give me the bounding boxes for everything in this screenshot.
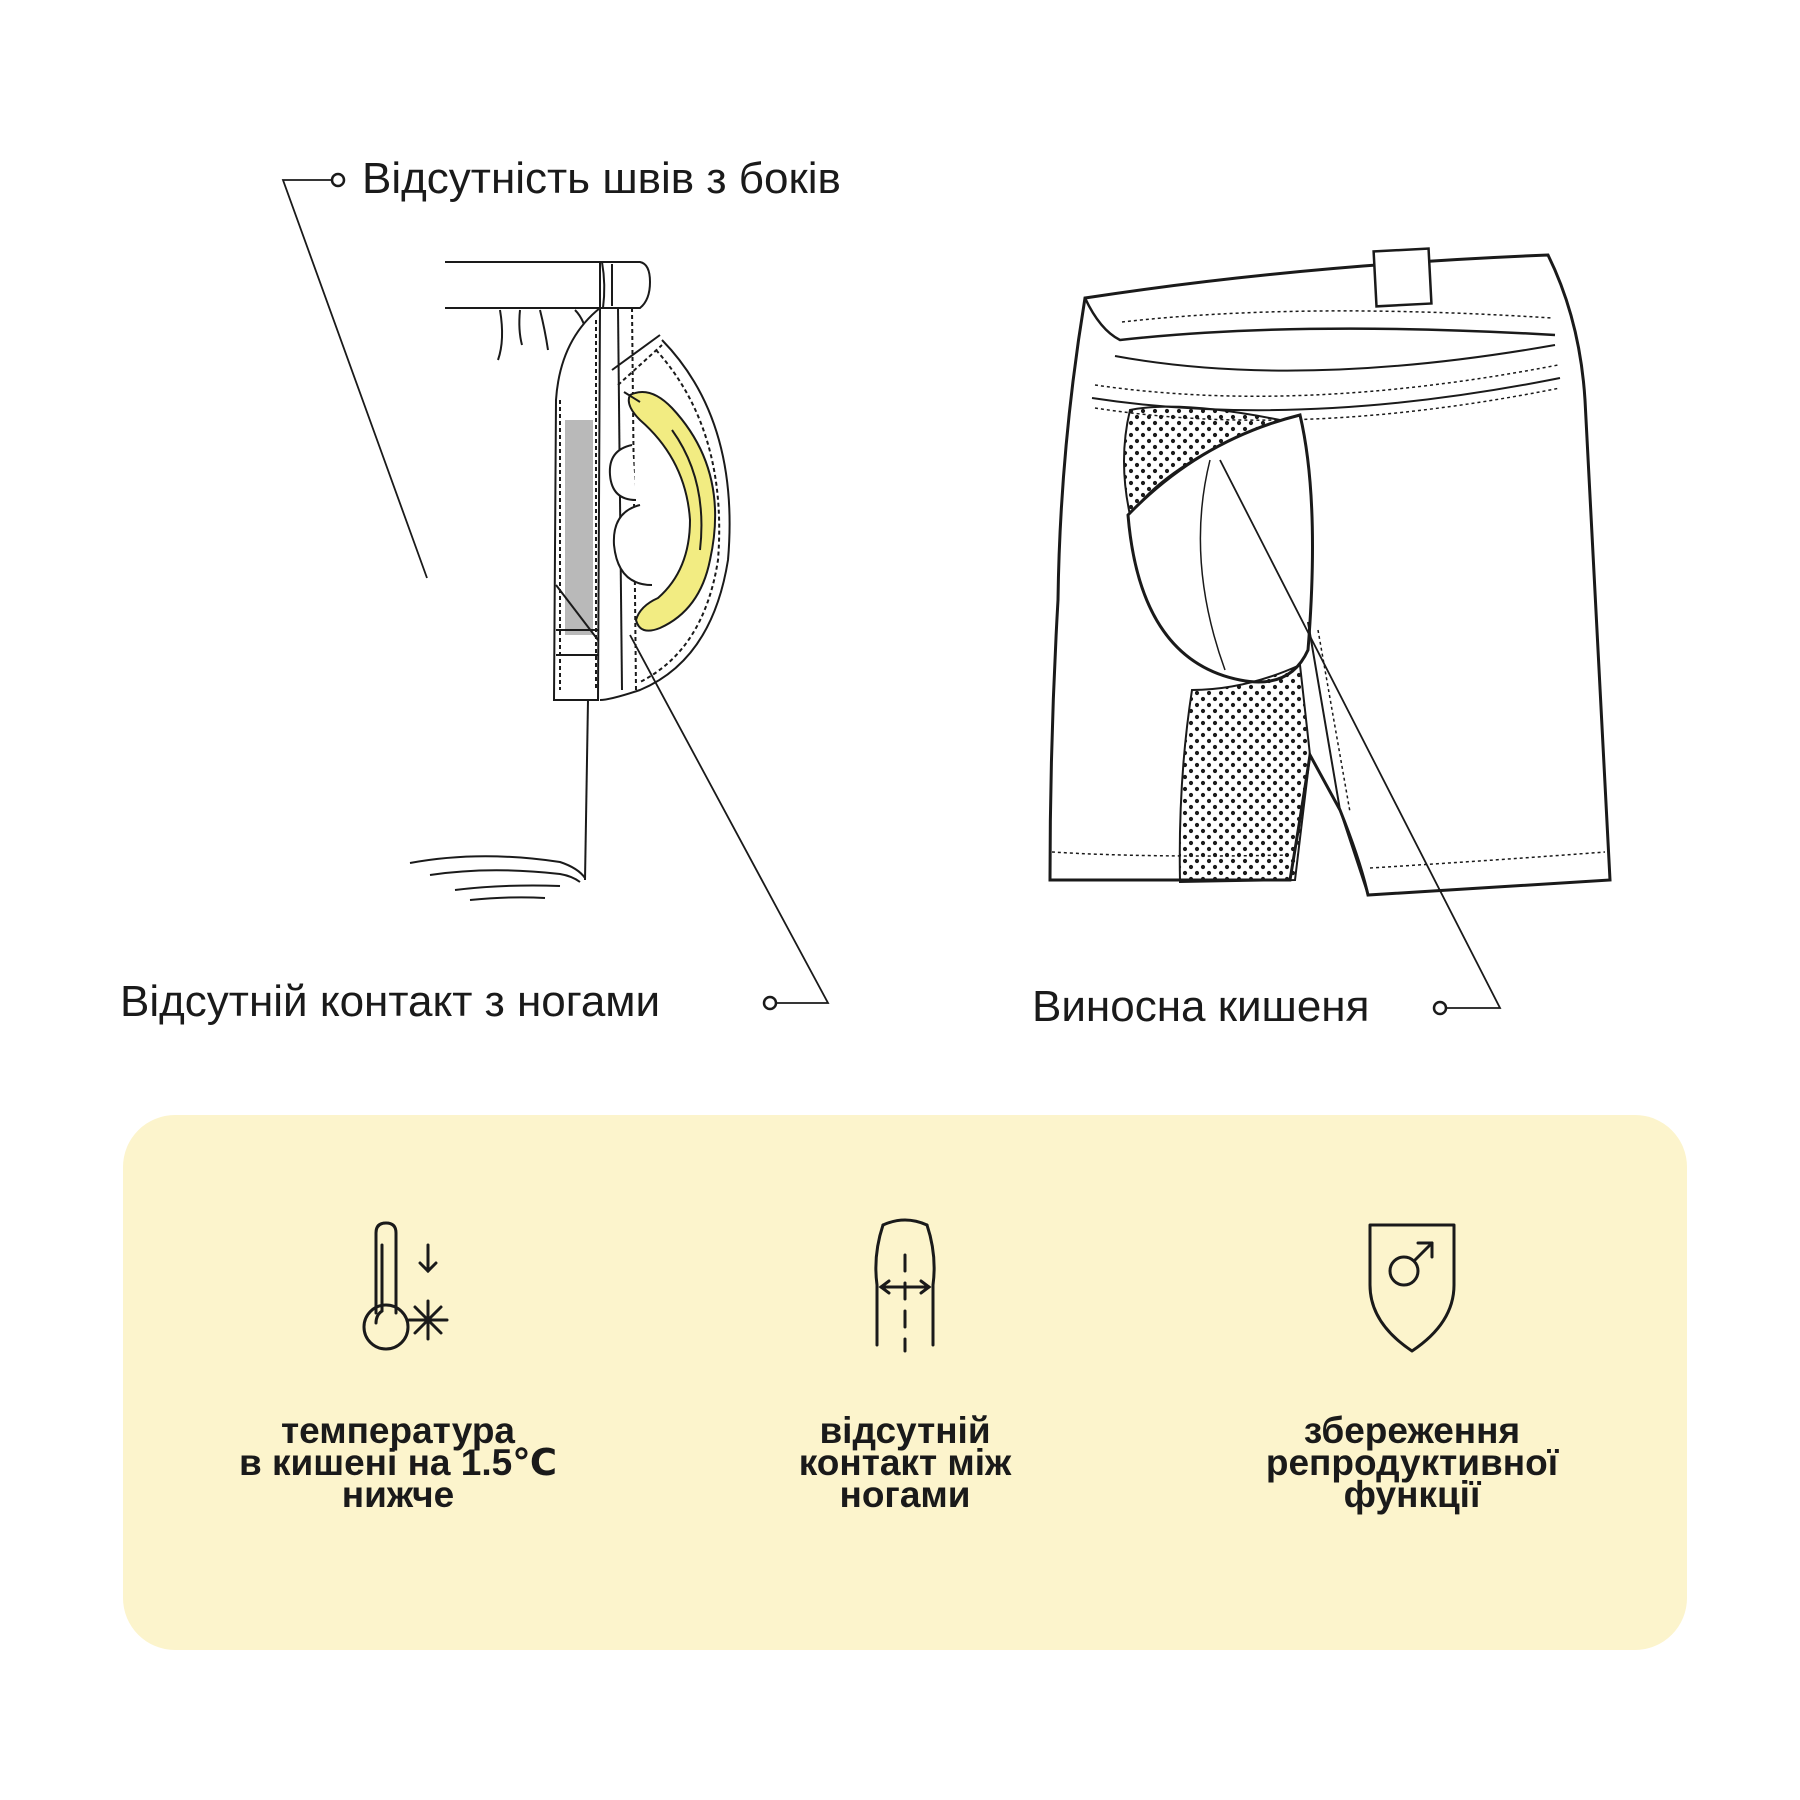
benefit-temperature-line-2: в кишені на 1.5℃ xyxy=(238,1442,558,1483)
leg-separation-icon xyxy=(874,1218,936,1353)
leader-external-pouch xyxy=(1219,459,1502,1009)
benefit-reproductive-line-3: функції xyxy=(1343,1474,1481,1515)
benefit-reproductive: збереження репродуктивної функції xyxy=(1192,1115,1632,1650)
thermometer-cooling-icon xyxy=(362,1221,449,1351)
benefit-no-contact-line-1: відсутній xyxy=(819,1410,991,1451)
side-section-illustration xyxy=(409,261,731,901)
benefit-reproductive-line-2: репродуктивної xyxy=(1265,1442,1559,1483)
benefit-no-contact-line-2: контакт між xyxy=(798,1442,1012,1483)
benefits-panel: температура в кишені на 1.5℃ нижче відсу… xyxy=(123,1115,1687,1650)
callout-leaders xyxy=(281,172,1502,1016)
banana-shape xyxy=(627,391,717,632)
benefit-temperature-line-1: температура xyxy=(281,1410,515,1451)
front-view-illustration xyxy=(1048,247,1612,897)
callout-external-pouch: Виносна кишеня xyxy=(1032,982,1370,1031)
leader-no-leg-contact xyxy=(629,634,830,1004)
benefit-no-contact: відсутній контакт між ногами xyxy=(685,1115,1125,1650)
leader-no-side-seams xyxy=(281,179,428,579)
benefit-temperature-line-3: нижче xyxy=(341,1474,455,1515)
callout-no-side-seams: Відсутність швів з боків xyxy=(362,154,841,203)
product-diagram xyxy=(281,172,1612,1016)
callout-no-leg-contact: Відсутній контакт з ногами xyxy=(120,977,661,1026)
shield-male-icon xyxy=(1368,1223,1456,1353)
benefit-reproductive-line-1: збереження xyxy=(1303,1410,1521,1451)
benefit-no-contact-line-3: ногами xyxy=(839,1474,971,1515)
benefit-temperature: температура в кишені на 1.5℃ нижче xyxy=(178,1115,618,1650)
